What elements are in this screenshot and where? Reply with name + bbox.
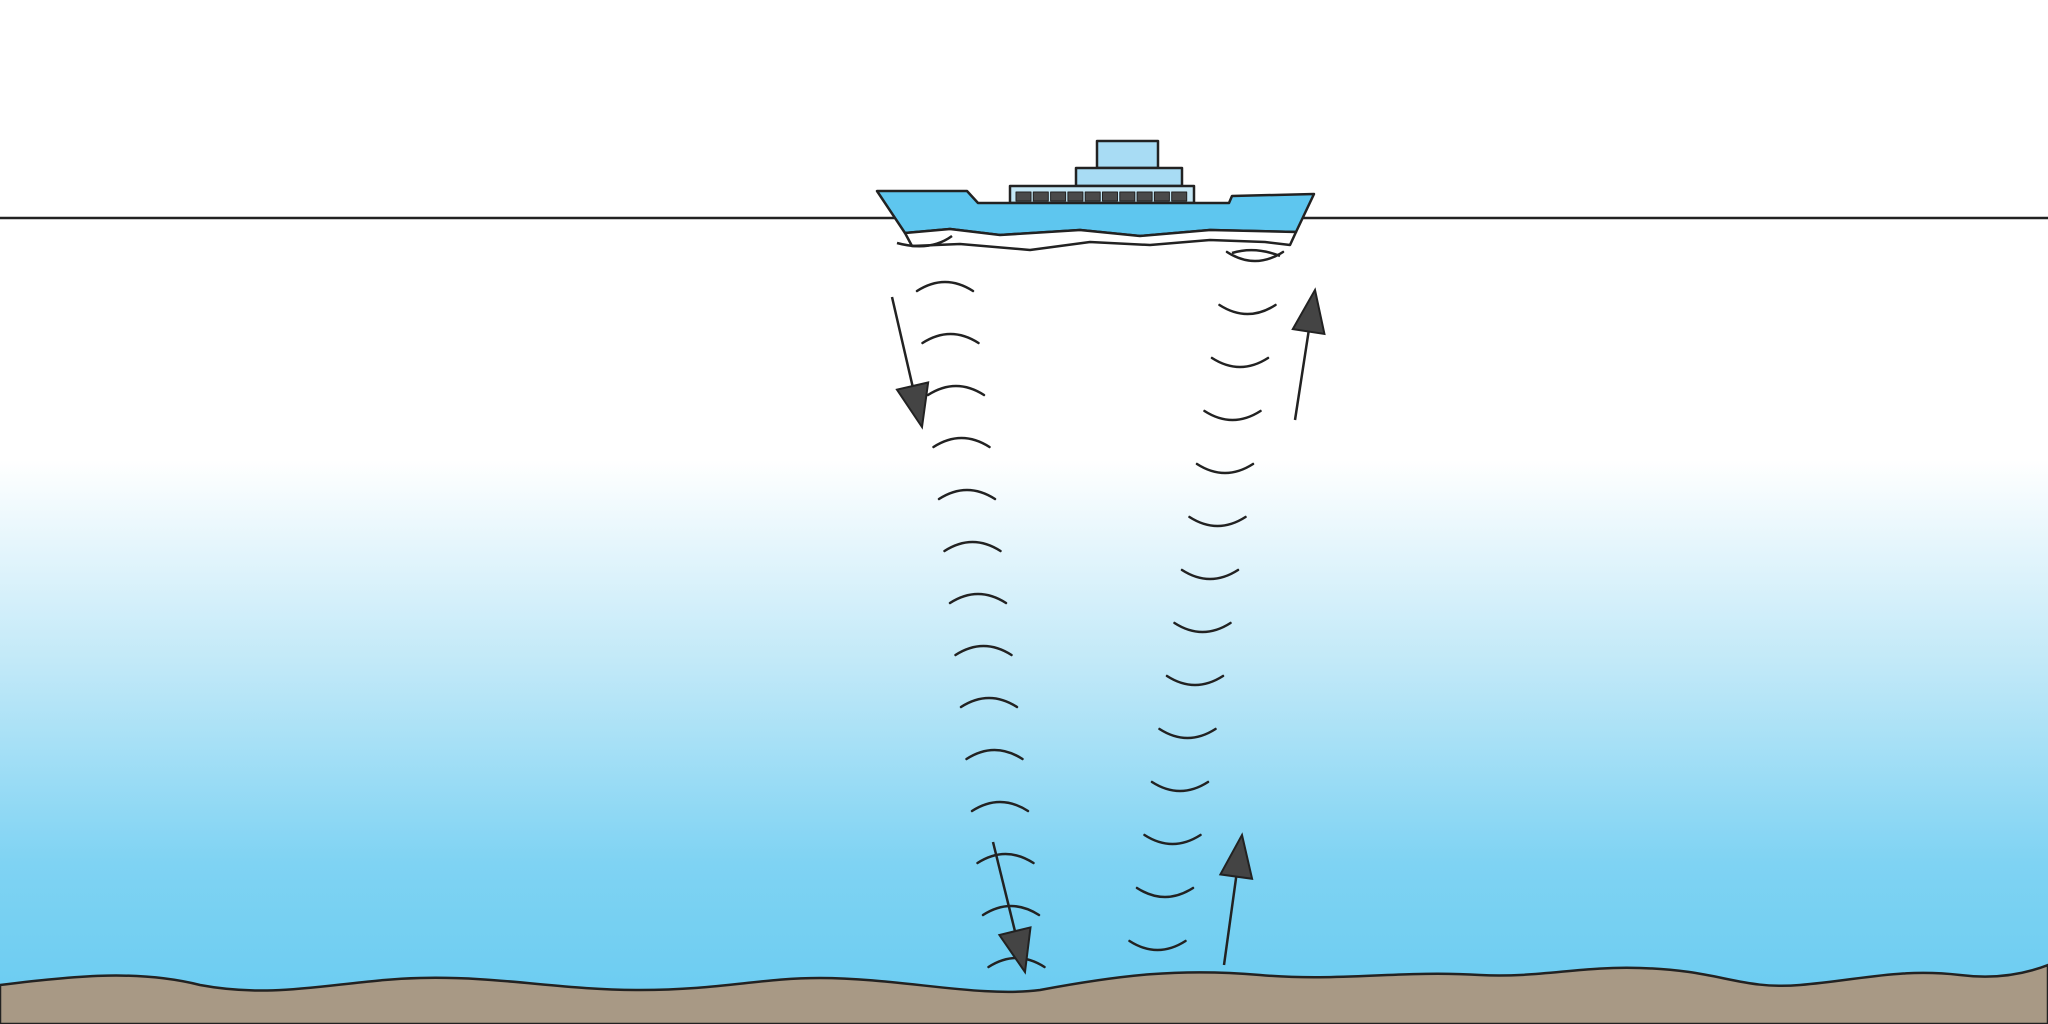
ship-window bbox=[1015, 191, 1032, 202]
ship-window bbox=[1084, 191, 1101, 202]
sonar-wave-arc bbox=[1218, 303, 1277, 316]
ship-window bbox=[1102, 191, 1118, 202]
ship-window bbox=[1032, 191, 1049, 202]
water bbox=[0, 218, 2048, 1024]
sonar-wave-arc bbox=[1128, 939, 1187, 952]
seabed bbox=[0, 963, 2048, 1024]
ship-window bbox=[1153, 191, 1170, 202]
sonar-wave-arc bbox=[937, 488, 997, 501]
sonar-wave-arc bbox=[1180, 568, 1240, 581]
sonar-wave-arc bbox=[1165, 674, 1225, 687]
wake-wave bbox=[896, 234, 953, 248]
sonar-wave-arc bbox=[1195, 462, 1255, 475]
ship-bridge bbox=[1095, 139, 1160, 170]
arrows bbox=[890, 287, 1326, 975]
sonar-wave-arc bbox=[1158, 727, 1217, 740]
sonar-wave-arc bbox=[976, 852, 1035, 865]
ship-window bbox=[1171, 191, 1188, 202]
sonar-wave-arc bbox=[926, 384, 986, 397]
arrow-up-icon bbox=[1218, 832, 1254, 966]
sonar-wave-arc bbox=[948, 592, 1008, 605]
ship-icon bbox=[875, 139, 1316, 258]
sonar-wave-arc bbox=[954, 644, 1013, 657]
sonar-wave-arc bbox=[1173, 621, 1232, 634]
sonar-wave-arc bbox=[921, 332, 980, 345]
ship-hull-lower bbox=[903, 227, 1298, 252]
sonar-wave-arc bbox=[1135, 886, 1195, 899]
sonar-wave-arc bbox=[1143, 833, 1202, 846]
ship-window bbox=[1050, 191, 1067, 202]
sonar-wave-arc bbox=[915, 280, 975, 293]
ship-window bbox=[1119, 191, 1136, 202]
sonar-wave-arc bbox=[1150, 780, 1210, 793]
sonar-wave-arc bbox=[1188, 515, 1247, 528]
sonar-wave-arc bbox=[970, 800, 1030, 813]
ship-window bbox=[1067, 191, 1084, 202]
sonar-pulses bbox=[915, 250, 1285, 969]
arrow-down-icon bbox=[991, 841, 1032, 975]
arrow-up-icon bbox=[1291, 287, 1326, 421]
ship-cabin bbox=[1074, 166, 1184, 188]
arrow-down-icon bbox=[890, 296, 930, 430]
sonar-wave-arc bbox=[943, 540, 1002, 553]
sonar-wave-arc bbox=[1210, 356, 1270, 369]
sonar-wave-arc bbox=[1203, 409, 1262, 422]
sonar-wave-arc bbox=[932, 436, 991, 449]
wake-wave bbox=[1231, 248, 1281, 258]
ship-windows bbox=[1015, 191, 1188, 202]
ship-window bbox=[1136, 191, 1153, 202]
sonar-wave-arc bbox=[965, 748, 1024, 761]
sonar-wave-arc bbox=[959, 696, 1019, 709]
sonar-wave-arc bbox=[981, 904, 1041, 917]
